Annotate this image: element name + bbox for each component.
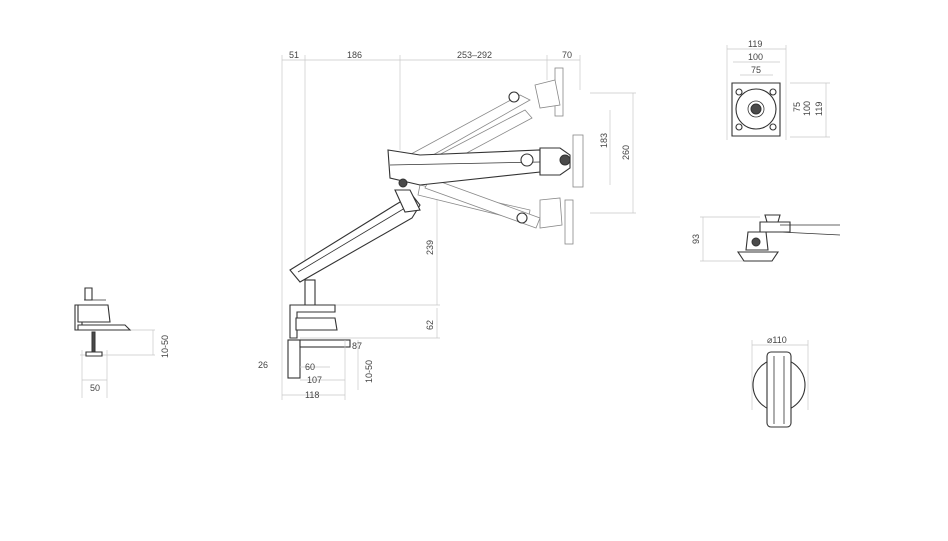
vesa-vert-100: 100 (802, 101, 812, 116)
vesa-75: 75 (751, 65, 761, 75)
dim-186: 186 (347, 50, 362, 60)
dim-51: 51 (289, 50, 299, 60)
vesa-vert-119: 119 (814, 102, 824, 116)
dim-183: 183 (599, 133, 609, 148)
vesa-100: 100 (748, 52, 763, 62)
dim-10-50: 10-50 (364, 360, 374, 383)
left-dim-50: 50 (90, 383, 100, 393)
dim-260: 260 (621, 145, 631, 160)
dim-60: 60 (305, 362, 315, 372)
dim-239: 239 (425, 240, 435, 255)
monitor-arm-side-view (287, 67, 584, 379)
arm-height-dimensions: 239 62 (300, 190, 440, 339)
base-dimensions: 26 60 107 118 87 10-50 (258, 340, 374, 400)
tilt-head-detail: 93 (691, 214, 841, 262)
pole-top-detail: ⌀110 (751, 335, 809, 428)
vesa-plate-detail: 119 100 75 75 100 119 (726, 39, 830, 140)
dim-107: 107 (307, 375, 322, 385)
dim-70: 70 (562, 50, 572, 60)
vesa-vert-75: 75 (792, 102, 802, 112)
dim-26: 26 (258, 360, 268, 370)
vesa-119: 119 (748, 39, 762, 49)
top-dimension-group: 51 186 253–292 70 (281, 50, 581, 400)
right-vertical-dimensions: 183 260 (590, 92, 636, 214)
dim-118: 118 (305, 390, 319, 400)
left-dim-10-50: 10-50 (160, 335, 170, 358)
left-clamp-detail: 10-50 50 (74, 287, 170, 398)
dim-87: 87 (352, 341, 362, 351)
dim-62: 62 (425, 320, 435, 330)
pole-diameter: ⌀110 (767, 335, 787, 345)
dim-253-292: 253–292 (457, 50, 492, 60)
tilt-dim-93: 93 (691, 234, 701, 244)
